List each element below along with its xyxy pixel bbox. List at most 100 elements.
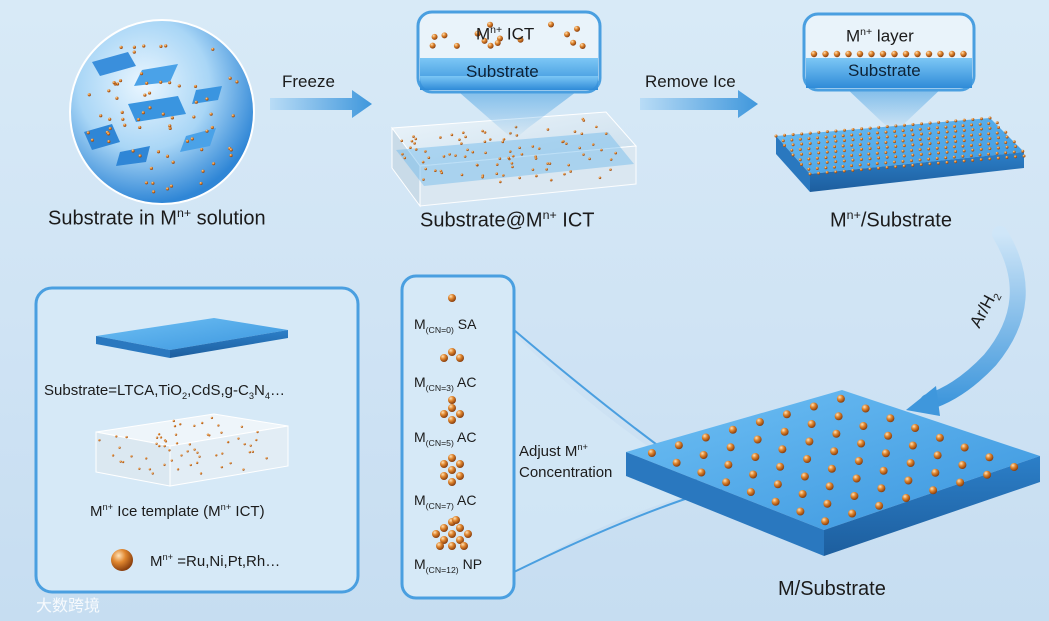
metal-ion-dot	[911, 122, 915, 126]
metal-ion-dot	[969, 143, 973, 147]
metal-ion-dot	[87, 93, 91, 97]
metal-ion-dot	[450, 133, 454, 137]
metal-ion-dot	[879, 50, 887, 58]
metal-nanoparticle	[699, 451, 708, 459]
metal-ion-dot	[170, 459, 173, 462]
metal-ion-dot	[497, 35, 504, 42]
metal-nanoparticle	[647, 449, 656, 457]
metal-nanoparticle	[755, 418, 764, 426]
metal-ion-dot	[193, 424, 196, 428]
metal-ion-dot	[511, 154, 515, 158]
metal-ion-dot	[434, 169, 437, 173]
metal-ion-dot	[910, 138, 914, 142]
metal-ion-dot	[112, 81, 116, 85]
metal-ion-dot	[918, 127, 922, 131]
remove-ice-arrow	[640, 90, 758, 118]
metal-ion-dot	[463, 155, 467, 158]
metal-ion-dot	[194, 100, 198, 104]
metal-ion-dot	[911, 153, 915, 157]
metal-ion-dot	[962, 139, 966, 143]
metal-ion-dot	[971, 148, 975, 152]
metal-ion-dot	[960, 50, 967, 58]
metal-ion-dot	[1022, 154, 1026, 158]
metal-ion-dot	[155, 442, 158, 446]
metal-ion-dot	[995, 121, 999, 125]
metal-ion-dot	[961, 134, 965, 138]
metal-ion-dot	[996, 136, 1000, 140]
metal-ion-dot	[217, 424, 220, 427]
metal-ion-dot	[996, 146, 1000, 150]
metal-nanoparticle	[929, 486, 938, 495]
metal-ion-dot	[565, 142, 568, 145]
metal-nanoparticle	[958, 461, 967, 469]
metal-ion-dot	[475, 163, 479, 167]
metal-ion-dot	[979, 127, 983, 131]
metal-ion-dot	[790, 148, 794, 152]
metal-ion-dot	[850, 164, 854, 168]
metal-ion-dot	[466, 148, 469, 152]
metal-ion-dot	[413, 142, 416, 145]
metal-atom	[456, 354, 464, 362]
metal-ion-dot	[822, 50, 829, 58]
metal-ion-dot	[582, 119, 586, 122]
metal-ion-dot	[205, 129, 209, 133]
metal-ion-dot	[877, 156, 881, 160]
metal-nanoparticle	[875, 501, 884, 510]
metal-ion-dot	[988, 126, 992, 130]
metal-ion-dot	[783, 144, 786, 147]
metal-ion-dot	[987, 152, 991, 156]
metal-ion-dot	[574, 25, 581, 32]
metal-ion-dot	[825, 150, 829, 154]
metal-ion-dot	[937, 131, 941, 135]
metal-ion-dot	[807, 147, 811, 151]
metal-ion-dot	[143, 93, 147, 97]
metal-ion-dot	[448, 152, 451, 156]
metal-nanoparticle	[830, 447, 839, 456]
metal-ion-dot	[429, 42, 436, 49]
metal-ion-dot	[834, 129, 838, 133]
metal-ion-dot	[106, 132, 111, 136]
metal-ion-dot	[868, 167, 872, 171]
metal-ion-dot	[517, 36, 524, 43]
metal-ion-dot	[867, 132, 871, 136]
metal-ion-dot	[210, 416, 214, 420]
metal-nanoparticle	[751, 453, 760, 461]
metal-nanoparticle	[877, 484, 886, 493]
metal-nanoparticle	[956, 478, 965, 487]
metal-ion-dot	[211, 47, 215, 51]
metal-atom	[460, 542, 468, 550]
metal-ion-dot	[851, 168, 855, 172]
metal-ion-dot	[928, 121, 932, 125]
metal-ion-dot	[937, 50, 944, 58]
metal-ion-dot	[240, 425, 244, 428]
layer-inset-top: Mn+ layer	[846, 26, 914, 46]
metal-ion-dot	[242, 468, 245, 471]
metal-ion-dot	[902, 144, 906, 148]
metal-ion-dot	[875, 131, 879, 135]
metal-ion-dot	[909, 159, 913, 163]
metal-ion-dot	[439, 136, 442, 139]
metal-ion-dot	[125, 435, 128, 439]
metal-nanoparticle	[728, 425, 737, 434]
metal-ion-dot	[945, 160, 949, 164]
metal-ion-dot	[790, 138, 794, 142]
metal-ion-dot	[120, 110, 124, 114]
metal-ion-dot	[971, 128, 975, 132]
species-label-4: M(CN=12) NP	[414, 556, 483, 575]
metal-ion-dot	[582, 153, 585, 156]
metal-ion-dot	[220, 465, 224, 469]
metal-ion-dot	[894, 165, 898, 169]
species-label-1: M(CN=3) AC	[414, 374, 477, 393]
metal-ion-dot	[988, 157, 992, 161]
metal-ion-dot	[548, 162, 552, 165]
metal-ion-dot	[927, 137, 931, 141]
watermark: 大数跨境	[36, 598, 101, 615]
metal-ion-dot	[860, 137, 864, 141]
metal-ion-dot	[460, 173, 464, 177]
metal-ion-dot	[174, 433, 178, 436]
metal-ion-dot	[952, 124, 956, 128]
metal-ion-dot	[1012, 140, 1016, 144]
metal-ion-dot	[131, 149, 135, 153]
metal-ion-dot	[168, 81, 172, 85]
metal-ion-dot	[919, 132, 923, 136]
